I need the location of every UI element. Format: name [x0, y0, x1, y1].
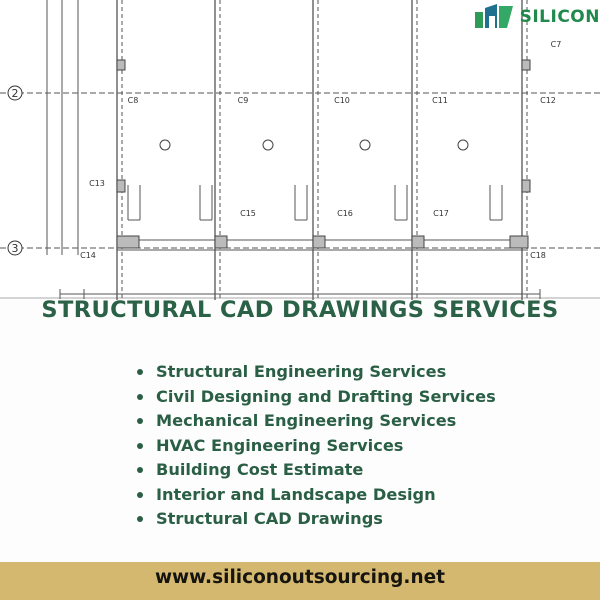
service-label: Interior and Landscape Design — [156, 484, 436, 504]
column-label: C11 — [432, 96, 448, 105]
column-label: C12 — [540, 96, 556, 105]
column-label: C17 — [433, 209, 449, 218]
service-label: Structural CAD Drawings — [156, 509, 383, 529]
level-mark-icon — [159, 139, 171, 151]
grid-marker — [7, 240, 23, 256]
column-hatch — [521, 179, 531, 193]
service-item: Civil Designing and Drafting Services — [137, 385, 496, 410]
column-hatch — [312, 235, 326, 249]
column-hatch — [509, 235, 529, 249]
level-mark-icon — [262, 139, 274, 151]
bullet-icon — [137, 369, 143, 376]
page-title: STRUCTURAL CAD DRAWINGS SERVICES — [41, 297, 559, 323]
website-link[interactable]: www.siliconoutsourcing.net — [154, 567, 446, 588]
service-item: Structural Engineering Services — [137, 360, 496, 385]
service-item: Mechanical Engineering Services — [137, 409, 496, 434]
service-label: Civil Designing and Drafting Services — [156, 386, 496, 406]
column-hatch — [521, 59, 531, 71]
column-label: C16 — [337, 209, 353, 218]
column-label: C9 — [238, 96, 249, 105]
footer-bar: www.siliconoutsourcing.net — [0, 562, 600, 600]
column-hatch — [116, 59, 126, 71]
bullet-icon — [137, 418, 143, 425]
service-item: Interior and Landscape Design — [137, 483, 496, 508]
bullet-icon — [137, 393, 143, 400]
column-label: C7 — [551, 40, 562, 49]
grid-marker-label: 2 — [12, 87, 19, 100]
bullet-icon — [137, 491, 143, 498]
grid-marker — [7, 85, 23, 101]
service-label: HVAC Engineering Services — [156, 435, 404, 455]
building-logo-icon — [474, 4, 513, 28]
column-label: C13 — [89, 179, 105, 188]
bullet-icon — [137, 516, 143, 523]
level-mark-icon — [359, 139, 371, 151]
column-label: C14 — [80, 251, 96, 260]
column-label: C15 — [240, 209, 256, 218]
column-label: C18 — [530, 251, 546, 260]
logo-wordmark: SILICON — [519, 7, 600, 27]
service-label: Mechanical Engineering Services — [156, 411, 457, 431]
service-item: HVAC Engineering Services — [137, 434, 496, 459]
service-item: Structural CAD Drawings — [137, 507, 496, 532]
column-hatch — [116, 179, 126, 193]
grid-marker-label: 3 — [12, 242, 19, 255]
column-label: C8 — [128, 96, 139, 105]
service-label: Building Cost Estimate — [156, 460, 364, 480]
column-hatch — [411, 235, 425, 249]
bullet-icon — [137, 467, 143, 474]
column-hatch — [214, 235, 228, 249]
column-label: C10 — [334, 96, 350, 105]
level-mark-icon — [457, 139, 469, 151]
silicon-logo: SILICON — [473, 2, 600, 32]
column-hatch — [116, 235, 140, 249]
service-item: Building Cost Estimate — [137, 458, 496, 483]
bullet-icon — [137, 442, 143, 449]
service-label: Structural Engineering Services — [156, 362, 447, 382]
